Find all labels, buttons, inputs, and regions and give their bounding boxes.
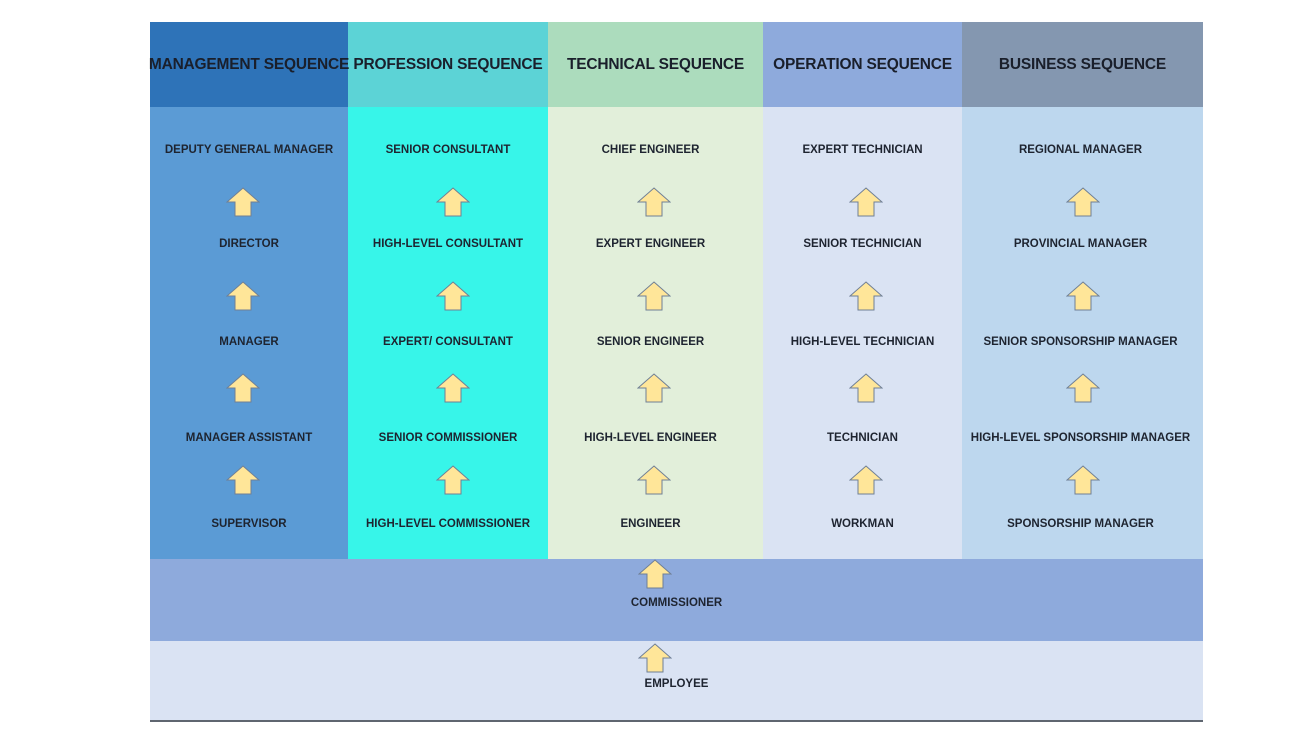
level-label: TECHNICIAN (827, 432, 898, 444)
level-label: WORKMAN (831, 518, 894, 530)
employee-label: EMPLOYEE (644, 678, 709, 690)
level-label: SPONSORSHIP MANAGER (1007, 518, 1154, 530)
up-arrow-icon (226, 465, 260, 495)
up-arrow-icon (226, 373, 260, 403)
level-label: DIRECTOR (219, 238, 279, 250)
sequence-body: SENIOR CONSULTANT HIGH-LEVEL CONSULTANT EX… (348, 107, 548, 559)
up-arrow-icon (849, 373, 883, 403)
level-label: EXPERT/ CONSULTANT (383, 336, 513, 348)
level-label: EXPERT TECHNICIAN (802, 144, 923, 156)
up-arrow-icon (637, 373, 671, 403)
level-label: SENIOR COMMISSIONER (378, 432, 518, 444)
sequence-body: REGIONAL MANAGER PROVINCIAL MANAGER SENIOR… (962, 107, 1203, 559)
sequence-header: OPERATION SEQUENCE (763, 22, 962, 107)
level-label: DEPUTY GENERAL MANAGER (164, 144, 334, 156)
up-arrow-icon (637, 281, 671, 311)
level-label: REGIONAL MANAGER (1018, 144, 1143, 156)
sequence-body: DEPUTY GENERAL MANAGER DIRECTOR MANAGER MAN… (150, 107, 348, 559)
up-arrow-icon (637, 465, 671, 495)
level-label: SENIOR SPONSORSHIP MANAGER (983, 336, 1178, 348)
up-arrow-icon (1066, 187, 1100, 217)
up-arrow-icon (1066, 373, 1100, 403)
level-label: SENIOR ENGINEER (596, 336, 705, 348)
sequence-body: EXPERT TECHNICIAN SENIOR TECHNICIAN HIGH-L… (763, 107, 962, 559)
level-label: HIGH-LEVEL TECHNICIAN (790, 336, 935, 348)
sequence-column: TECHNICAL SEQUENCE CHIEF ENGINEER EXPERT E… (548, 22, 763, 559)
sequence-header: PROFESSION SEQUENCE (348, 22, 548, 107)
up-arrow-icon (849, 187, 883, 217)
up-arrow-icon (637, 187, 671, 217)
level-label: MANAGER (219, 336, 279, 348)
up-arrow-icon (436, 281, 470, 311)
level-label: PROVINCIAL MANAGER (1013, 238, 1148, 250)
up-arrow-icon (1066, 465, 1100, 495)
sequence-header: TECHNICAL SEQUENCE (548, 22, 763, 107)
sequence-column: PROFESSION SEQUENCE SENIOR CONSULTANT HIGH… (348, 22, 548, 559)
sequence-header: BUSINESS SEQUENCE (962, 22, 1203, 107)
up-arrow-icon (226, 187, 260, 217)
level-label: MANAGER ASSISTANT (185, 432, 313, 444)
level-label: HIGH-LEVEL COMMISSIONER (366, 518, 530, 530)
up-arrow-icon (436, 373, 470, 403)
employee-band: EMPLOYEE (150, 641, 1203, 720)
sequence-column: OPERATION SEQUENCE EXPERT TECHNICIAN SENIO… (763, 22, 962, 559)
level-label: SENIOR TECHNICIAN (803, 238, 922, 250)
up-arrow-icon (226, 281, 260, 311)
up-arrow-icon (436, 187, 470, 217)
level-label: HIGH-LEVEL CONSULTANT (372, 238, 524, 250)
up-arrow-icon (638, 643, 672, 673)
sequence-header: MANAGEMENT SEQUENCE (149, 22, 349, 107)
up-arrow-icon (849, 465, 883, 495)
commissioner-label: COMMISSIONER (630, 597, 723, 609)
level-label: HIGH-LEVEL ENGINEER (584, 432, 717, 444)
sequence-column: BUSINESS SEQUENCE REGIONAL MANAGER PROVINC… (962, 22, 1203, 559)
level-label: EXPERT ENGINEER (595, 238, 706, 250)
up-arrow-icon (1066, 281, 1100, 311)
career-sequence-diagram: BUSINESS SEQUENCE REGIONAL MANAGER PROVINC… (149, 22, 1203, 722)
level-label: CHIEF ENGINEER (601, 144, 700, 156)
level-label: ENGINEER (620, 518, 681, 530)
level-label: SUPERVISOR (211, 518, 287, 530)
up-arrow-icon (638, 559, 672, 589)
commissioner-band: COMMISSIONER (150, 559, 1203, 641)
baseline-divider (150, 720, 1203, 722)
sequence-body: CHIEF ENGINEER EXPERT ENGINEER SENIOR ENGI… (548, 107, 763, 559)
up-arrow-icon (849, 281, 883, 311)
level-label: SENIOR CONSULTANT (385, 144, 511, 156)
up-arrow-icon (436, 465, 470, 495)
level-label: HIGH-LEVEL SPONSORSHIP MANAGER (970, 432, 1191, 444)
